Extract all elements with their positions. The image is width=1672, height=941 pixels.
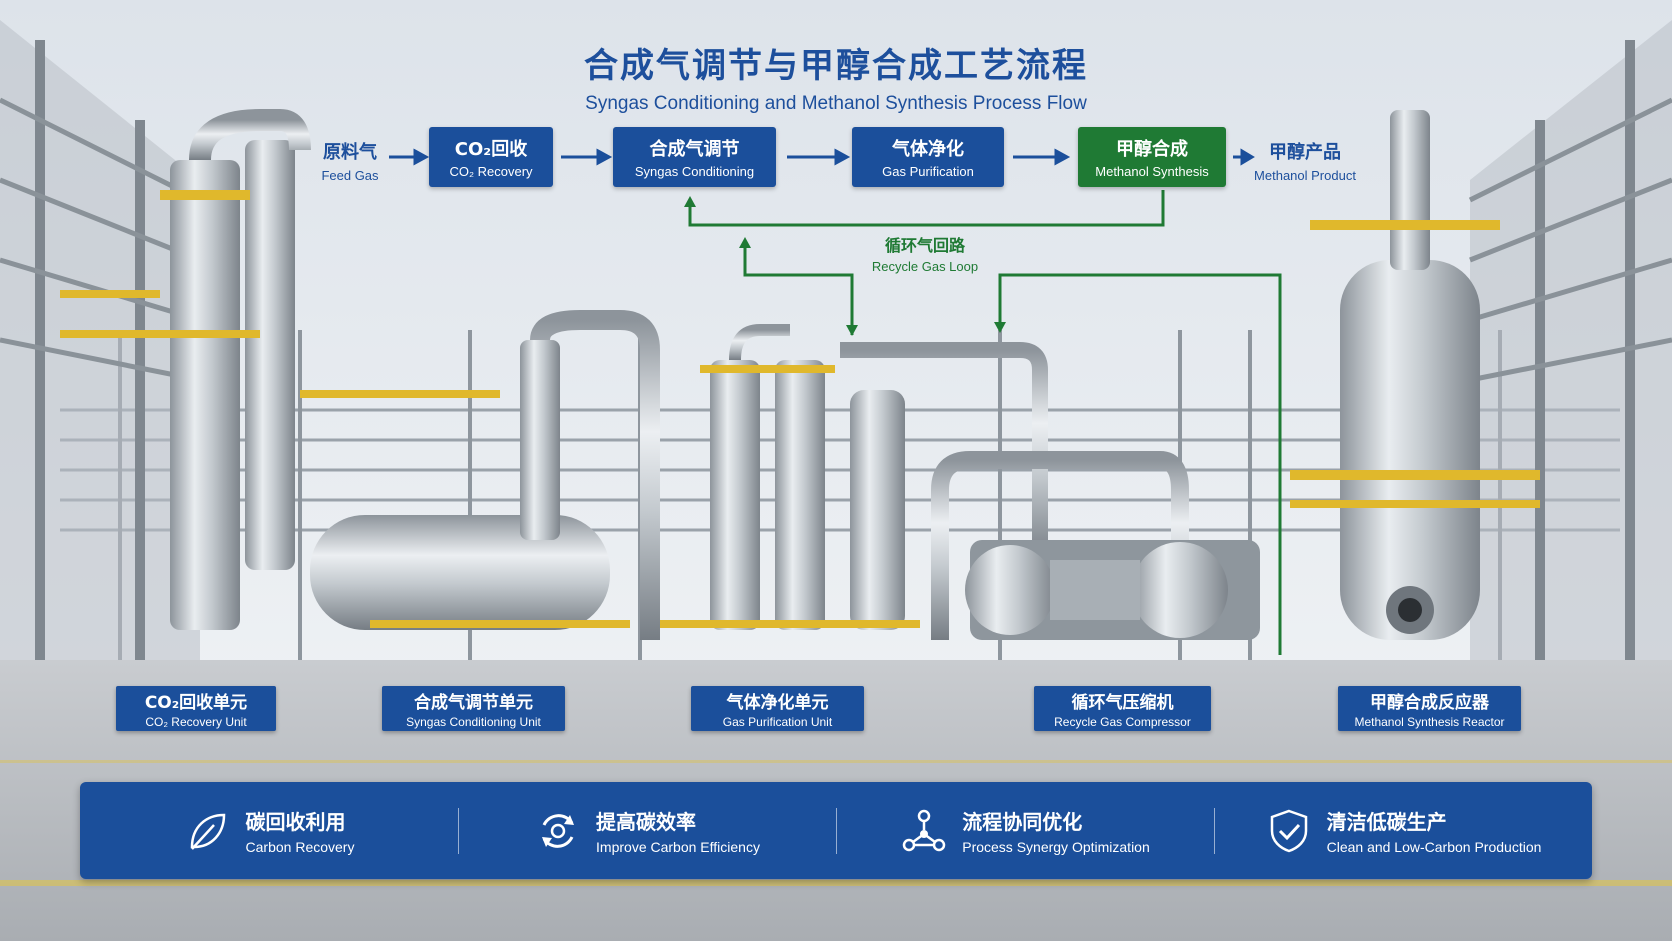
flow-step-methanol-synthesis: 甲醇合成 Methanol Synthesis (1078, 127, 1226, 187)
unit-label-recycle-compressor: 循环气压缩机 Recycle Gas Compressor (1034, 686, 1211, 731)
step-label-en: Gas Purification (882, 164, 974, 179)
unit-label-zh: 循环气压缩机 (1071, 693, 1174, 713)
shield-check-icon (1270, 809, 1307, 852)
unit-label-zh: 甲醇合成反应器 (1370, 693, 1489, 713)
step-label: CO₂回收 (454, 139, 528, 160)
unit-label-zh: CO₂回收单元 (144, 693, 248, 713)
unit-label-en: Gas Purification Unit (722, 715, 833, 729)
unit-label-en: Methanol Synthesis Reactor (1354, 715, 1505, 729)
flow-output-label: 甲醇产品 (1269, 142, 1341, 163)
benefit-clean-production: 清洁低碳生产 Clean and Low-Carbon Production (1214, 782, 1592, 879)
flow-step-gas-purification: 气体净化 Gas Purification (852, 127, 1004, 187)
step-label-en: Methanol Synthesis (1095, 164, 1209, 179)
benefit-process-synergy: 流程协同优化 Process Synergy Optimization (836, 782, 1214, 879)
benefit-carbon-efficiency: 提高碳效率 Improve Carbon Efficiency (458, 782, 836, 879)
benefit-label: 碳回收利用 (245, 810, 346, 834)
flow-output-label-en: Methanol Product (1254, 168, 1356, 183)
benefit-label: 流程协同优化 (962, 810, 1083, 834)
benefits-banner: 碳回收利用 Carbon Recovery 提高碳效率 Improve Carb… (80, 782, 1592, 879)
benefit-carbon-recovery: 碳回收利用 Carbon Recovery (80, 782, 458, 879)
flow-step-syngas-conditioning: 合成气调节 Syngas Conditioning (613, 127, 776, 187)
benefit-label-en: Process Synergy Optimization (962, 839, 1150, 855)
unit-label-en: Syngas Conditioning Unit (406, 715, 541, 729)
unit-label-en: Recycle Gas Compressor (1054, 715, 1191, 729)
page-subtitle: Syngas Conditioning and Methanol Synthes… (585, 93, 1087, 114)
recycle-co2-icon (542, 813, 575, 848)
title-block: 合成气调节与甲醇合成工艺流程 Syngas Conditioning and M… (0, 38, 1672, 115)
flow-input-label-en: Feed Gas (321, 168, 379, 183)
unit-label-co2-recovery: CO₂回收单元 CO₂ Recovery Unit (116, 686, 276, 731)
page-title: 合成气调节与甲醇合成工艺流程 (584, 46, 1088, 86)
step-label: 甲醇合成 (1116, 139, 1188, 160)
flow-input: 原料气 Feed Gas (310, 138, 390, 183)
step-label-en: CO₂ Recovery (449, 164, 533, 179)
network-icon (902, 809, 946, 851)
unit-label-zh: 气体净化单元 (726, 693, 829, 713)
unit-label-methanol-reactor: 甲醇合成反应器 Methanol Synthesis Reactor (1338, 686, 1521, 731)
flow-input-label: 原料气 (323, 142, 377, 163)
unit-label-en: CO₂ Recovery Unit (145, 715, 247, 729)
recycle-label: 循环气回路 (884, 236, 965, 255)
benefit-label: 清洁低碳生产 (1326, 810, 1447, 834)
recycle-label-en: Recycle Gas Loop (871, 259, 979, 274)
leaf-icon (190, 813, 225, 850)
benefit-label-en: Carbon Recovery (245, 839, 355, 855)
benefit-label-en: Improve Carbon Efficiency (596, 839, 760, 855)
benefit-label-en: Clean and Low-Carbon Production (1326, 839, 1542, 855)
step-label: 气体净化 (892, 139, 964, 160)
step-label: 合成气调节 (649, 139, 740, 160)
benefit-label: 提高碳效率 (596, 810, 697, 834)
recycle-loop-label: 循环气回路 Recycle Gas Loop (830, 232, 1020, 274)
step-label-en: Syngas Conditioning (634, 164, 755, 179)
flow-step-co2-recovery: CO₂回收 CO₂ Recovery (429, 127, 553, 187)
unit-label-zh: 合成气调节单元 (414, 693, 533, 713)
unit-label-syngas-conditioning: 合成气调节单元 Syngas Conditioning Unit (382, 686, 565, 731)
flow-output: 甲醇产品 Methanol Product (1246, 138, 1364, 183)
unit-label-gas-purification: 气体净化单元 Gas Purification Unit (691, 686, 864, 731)
